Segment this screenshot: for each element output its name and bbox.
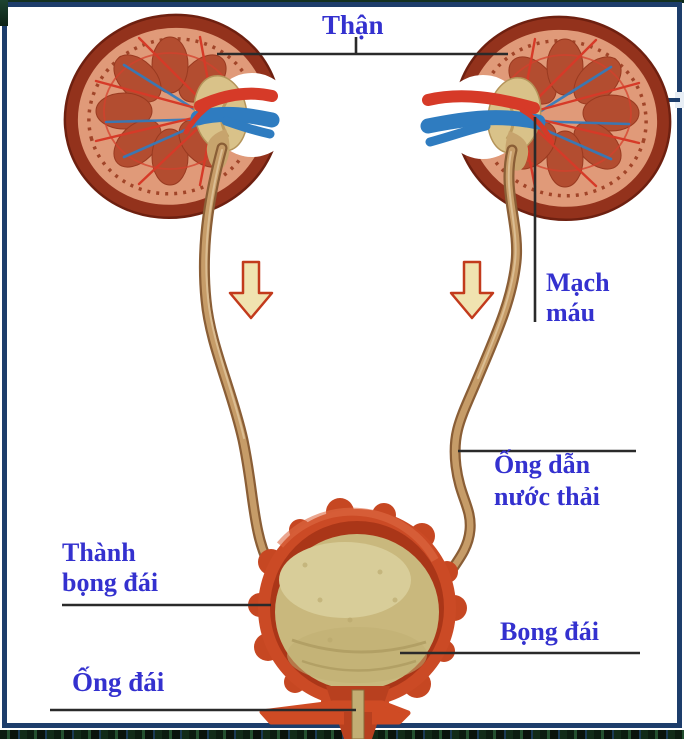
urethra-lumen (351, 689, 365, 739)
label-bladder-wall: Thành bọng đái (62, 538, 159, 597)
bladder-illustration (248, 498, 467, 739)
right-ureter (432, 144, 523, 598)
label-blood-vessels: Mạch máu (546, 268, 610, 327)
left-ureter (198, 142, 294, 606)
label-ureter: Ống dẫn nước thải (494, 450, 600, 511)
label-urethra: Ống đái (72, 667, 165, 697)
background-bottom-strip (0, 730, 684, 739)
frame-selection-notch-tick (668, 98, 680, 102)
left-renal-vessels (183, 87, 280, 139)
background-top-strip (0, 0, 684, 3)
background-corner-block (0, 0, 8, 26)
right-renal-vessels (420, 90, 555, 147)
label-kidney: Thận (322, 10, 384, 40)
urethra-flange (259, 700, 411, 725)
down-arrow-left (228, 260, 274, 320)
bladder-texture-dots (302, 562, 398, 643)
down-arrow-right (449, 260, 495, 320)
label-bladder: Bọng đái (500, 617, 599, 646)
leader-lines (50, 37, 640, 712)
